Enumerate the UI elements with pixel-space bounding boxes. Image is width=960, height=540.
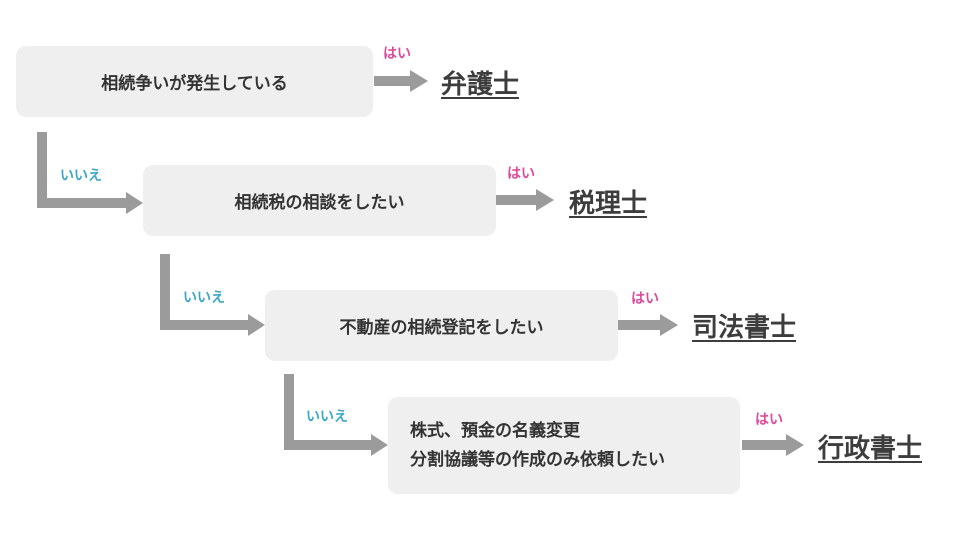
yes-label-1: はい	[383, 46, 411, 62]
question-box-1: 相続争いが発生している	[16, 46, 373, 117]
yes-arrow-4	[742, 434, 804, 456]
no-label-1: いいえ	[60, 168, 102, 184]
question-box-2: 相続税の相談をしたい	[143, 165, 496, 236]
yes-arrow-1	[374, 70, 428, 92]
no-label-2: いいえ	[183, 290, 225, 306]
no-arrow-3	[284, 374, 388, 456]
yes-label-3: はい	[631, 291, 659, 307]
question-box-4: 株式、預金の名義変更 分割協議等の作成のみ依頼したい	[388, 397, 740, 494]
question-text-4-line-1: 株式、預金の名義変更	[410, 420, 580, 441]
question-text-1: 相続争いが発生している	[101, 74, 288, 94]
yes-arrow-3	[618, 314, 678, 336]
question-text-2: 相続税の相談をしたい	[234, 193, 405, 213]
question-text-3: 不動産の相続登記をしたい	[339, 318, 544, 338]
no-arrow-2	[160, 254, 265, 336]
yes-label-2: はい	[507, 166, 535, 182]
yes-arrow-2	[496, 189, 554, 211]
result-1: 弁護士	[441, 70, 520, 100]
result-2: 税理士	[569, 189, 648, 219]
no-label-3: いいえ	[306, 409, 348, 425]
question-box-3: 不動産の相続登記をしたい	[265, 290, 618, 361]
yes-label-4: はい	[755, 412, 783, 428]
question-text-4-line-2: 分割協議等の作成のみ依頼したい	[410, 449, 665, 470]
result-3: 司法書士	[692, 313, 797, 343]
no-arrow-1	[37, 132, 143, 214]
result-4: 行政書士	[818, 434, 923, 464]
